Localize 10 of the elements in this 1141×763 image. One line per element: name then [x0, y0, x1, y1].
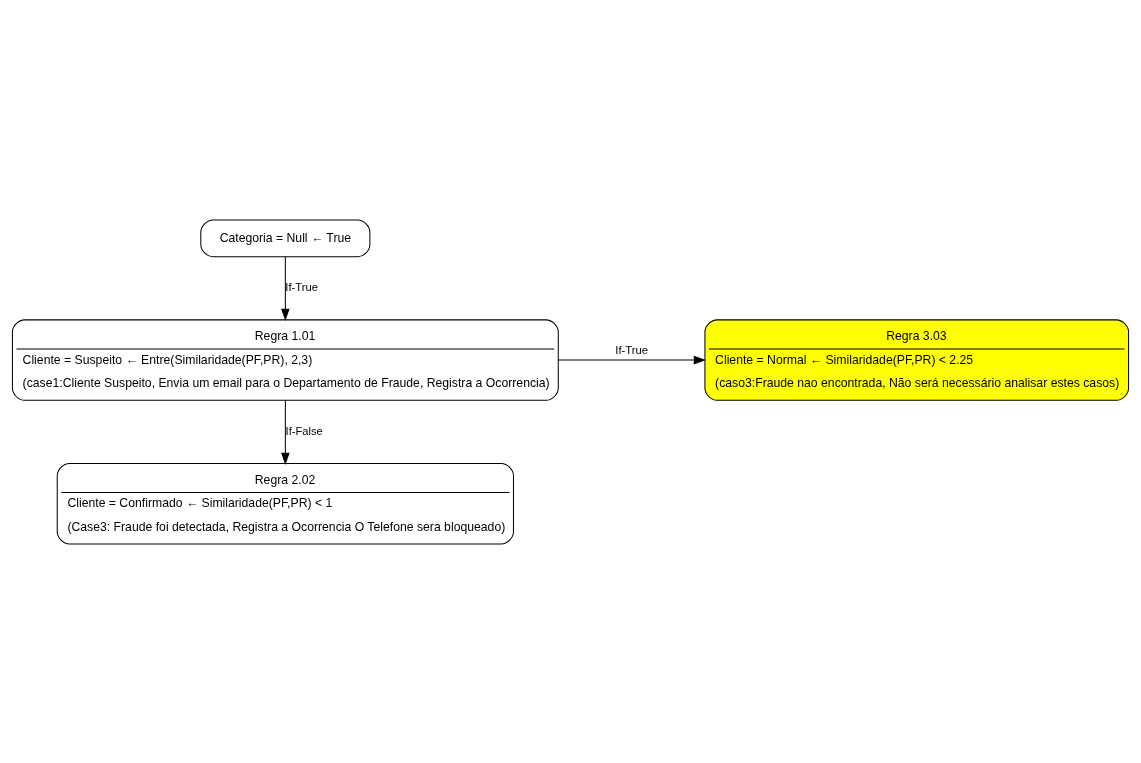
- node-box: Categoria = Null ← True: [200, 219, 371, 257]
- node-box: Regra 2.02 Cliente = Confirmado ← Similaridade(PF,PR) < 1 (Case3: Fraude foi detectada, Registra a Ocorrencia O Telefone sera bloqueado): [56, 462, 514, 544]
- edge-label: If-True: [285, 280, 318, 293]
- arrow: [281, 399, 290, 465]
- node-box: Regra 1.01 Cliente = Suspeito ← Entre(Similaridade(PF,PR), 2,3) (case1:Cliente Suspeito, Envia um email para o Departamento de Fraude, Registra a Ocorrencia): [11, 318, 559, 401]
- edge-label: If-True: [615, 343, 648, 356]
- node-box: Regra 3.03 Cliente = Normal ← Similaridade(PF,PR) < 2.25 (caso3:Fraude nao encontrada, Não será necessário analisar estes casos): [704, 318, 1130, 401]
- arrow: [281, 255, 290, 321]
- arrow: [558, 355, 706, 364]
- edge-label: If-False: [285, 424, 323, 437]
